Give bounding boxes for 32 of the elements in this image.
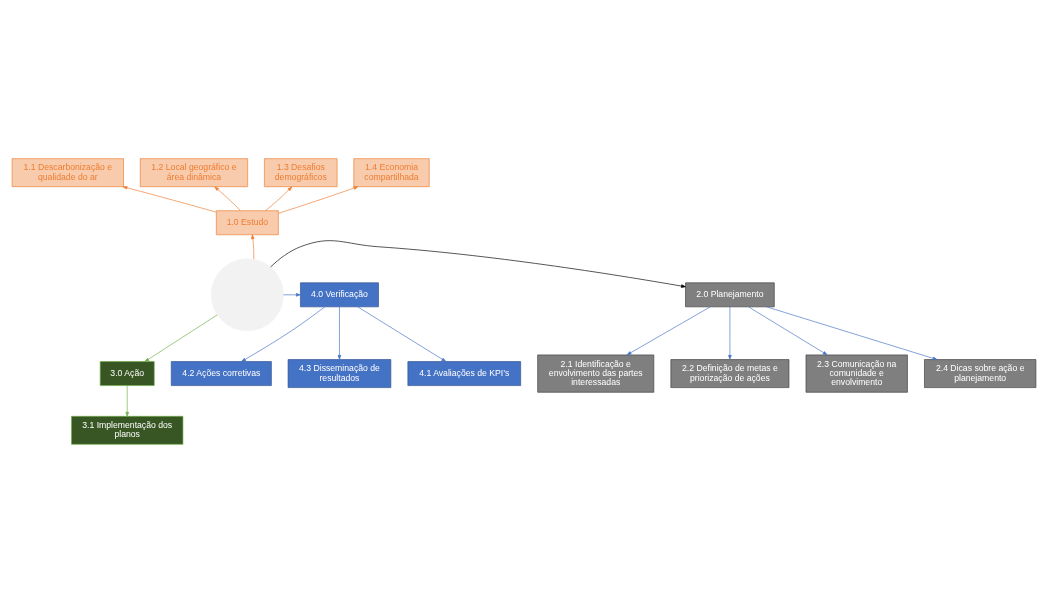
node-box: 4.1 Avaliações de KPI’s (407, 361, 521, 386)
arrow (357, 306, 447, 362)
node-box: 2.4 Dicas sobre ação e planejamento (924, 359, 1037, 388)
node-box: 4.0 Verificação (300, 282, 379, 308)
arrow (214, 186, 241, 211)
node-box: 4.2 Ações corretivas (170, 361, 272, 386)
arrow (728, 306, 732, 360)
node-box: 2.0 Planejamento (685, 282, 775, 308)
node-circle (210, 258, 284, 332)
node-box: 2.3 Comunicação na comunidade e envolvimento (805, 354, 908, 393)
node-box: 2.2 Definição de metas e priorização de ações (670, 359, 790, 388)
node-box: 1.0 Estudo (215, 210, 279, 236)
arrow (337, 306, 342, 360)
arrow (283, 293, 301, 297)
arrow (144, 314, 218, 362)
arrow (125, 385, 129, 417)
node-box: 2.1 Identificação e envolvimento das partes interessadas (537, 354, 655, 393)
node-box: 3.0 Ação (99, 361, 155, 386)
node-box: 1.2 Local geográfico e área dinâmica (139, 158, 248, 188)
node-box: 4.3 Disseminação de resultados (287, 359, 392, 388)
arrow (251, 234, 255, 260)
arrow (278, 186, 359, 214)
node-box: 1.3 Desafios demográficos (264, 158, 338, 188)
arrow (748, 306, 828, 356)
arrow (241, 306, 326, 362)
arrow (766, 306, 938, 361)
node-box: 1.1 Descarbonização e qualidade do ar (11, 158, 124, 188)
arrow (265, 186, 293, 212)
node-box: 3.1 Implementação dos planos (71, 415, 184, 445)
arrow (270, 240, 686, 288)
arrow (626, 306, 711, 356)
arrow (122, 186, 217, 213)
